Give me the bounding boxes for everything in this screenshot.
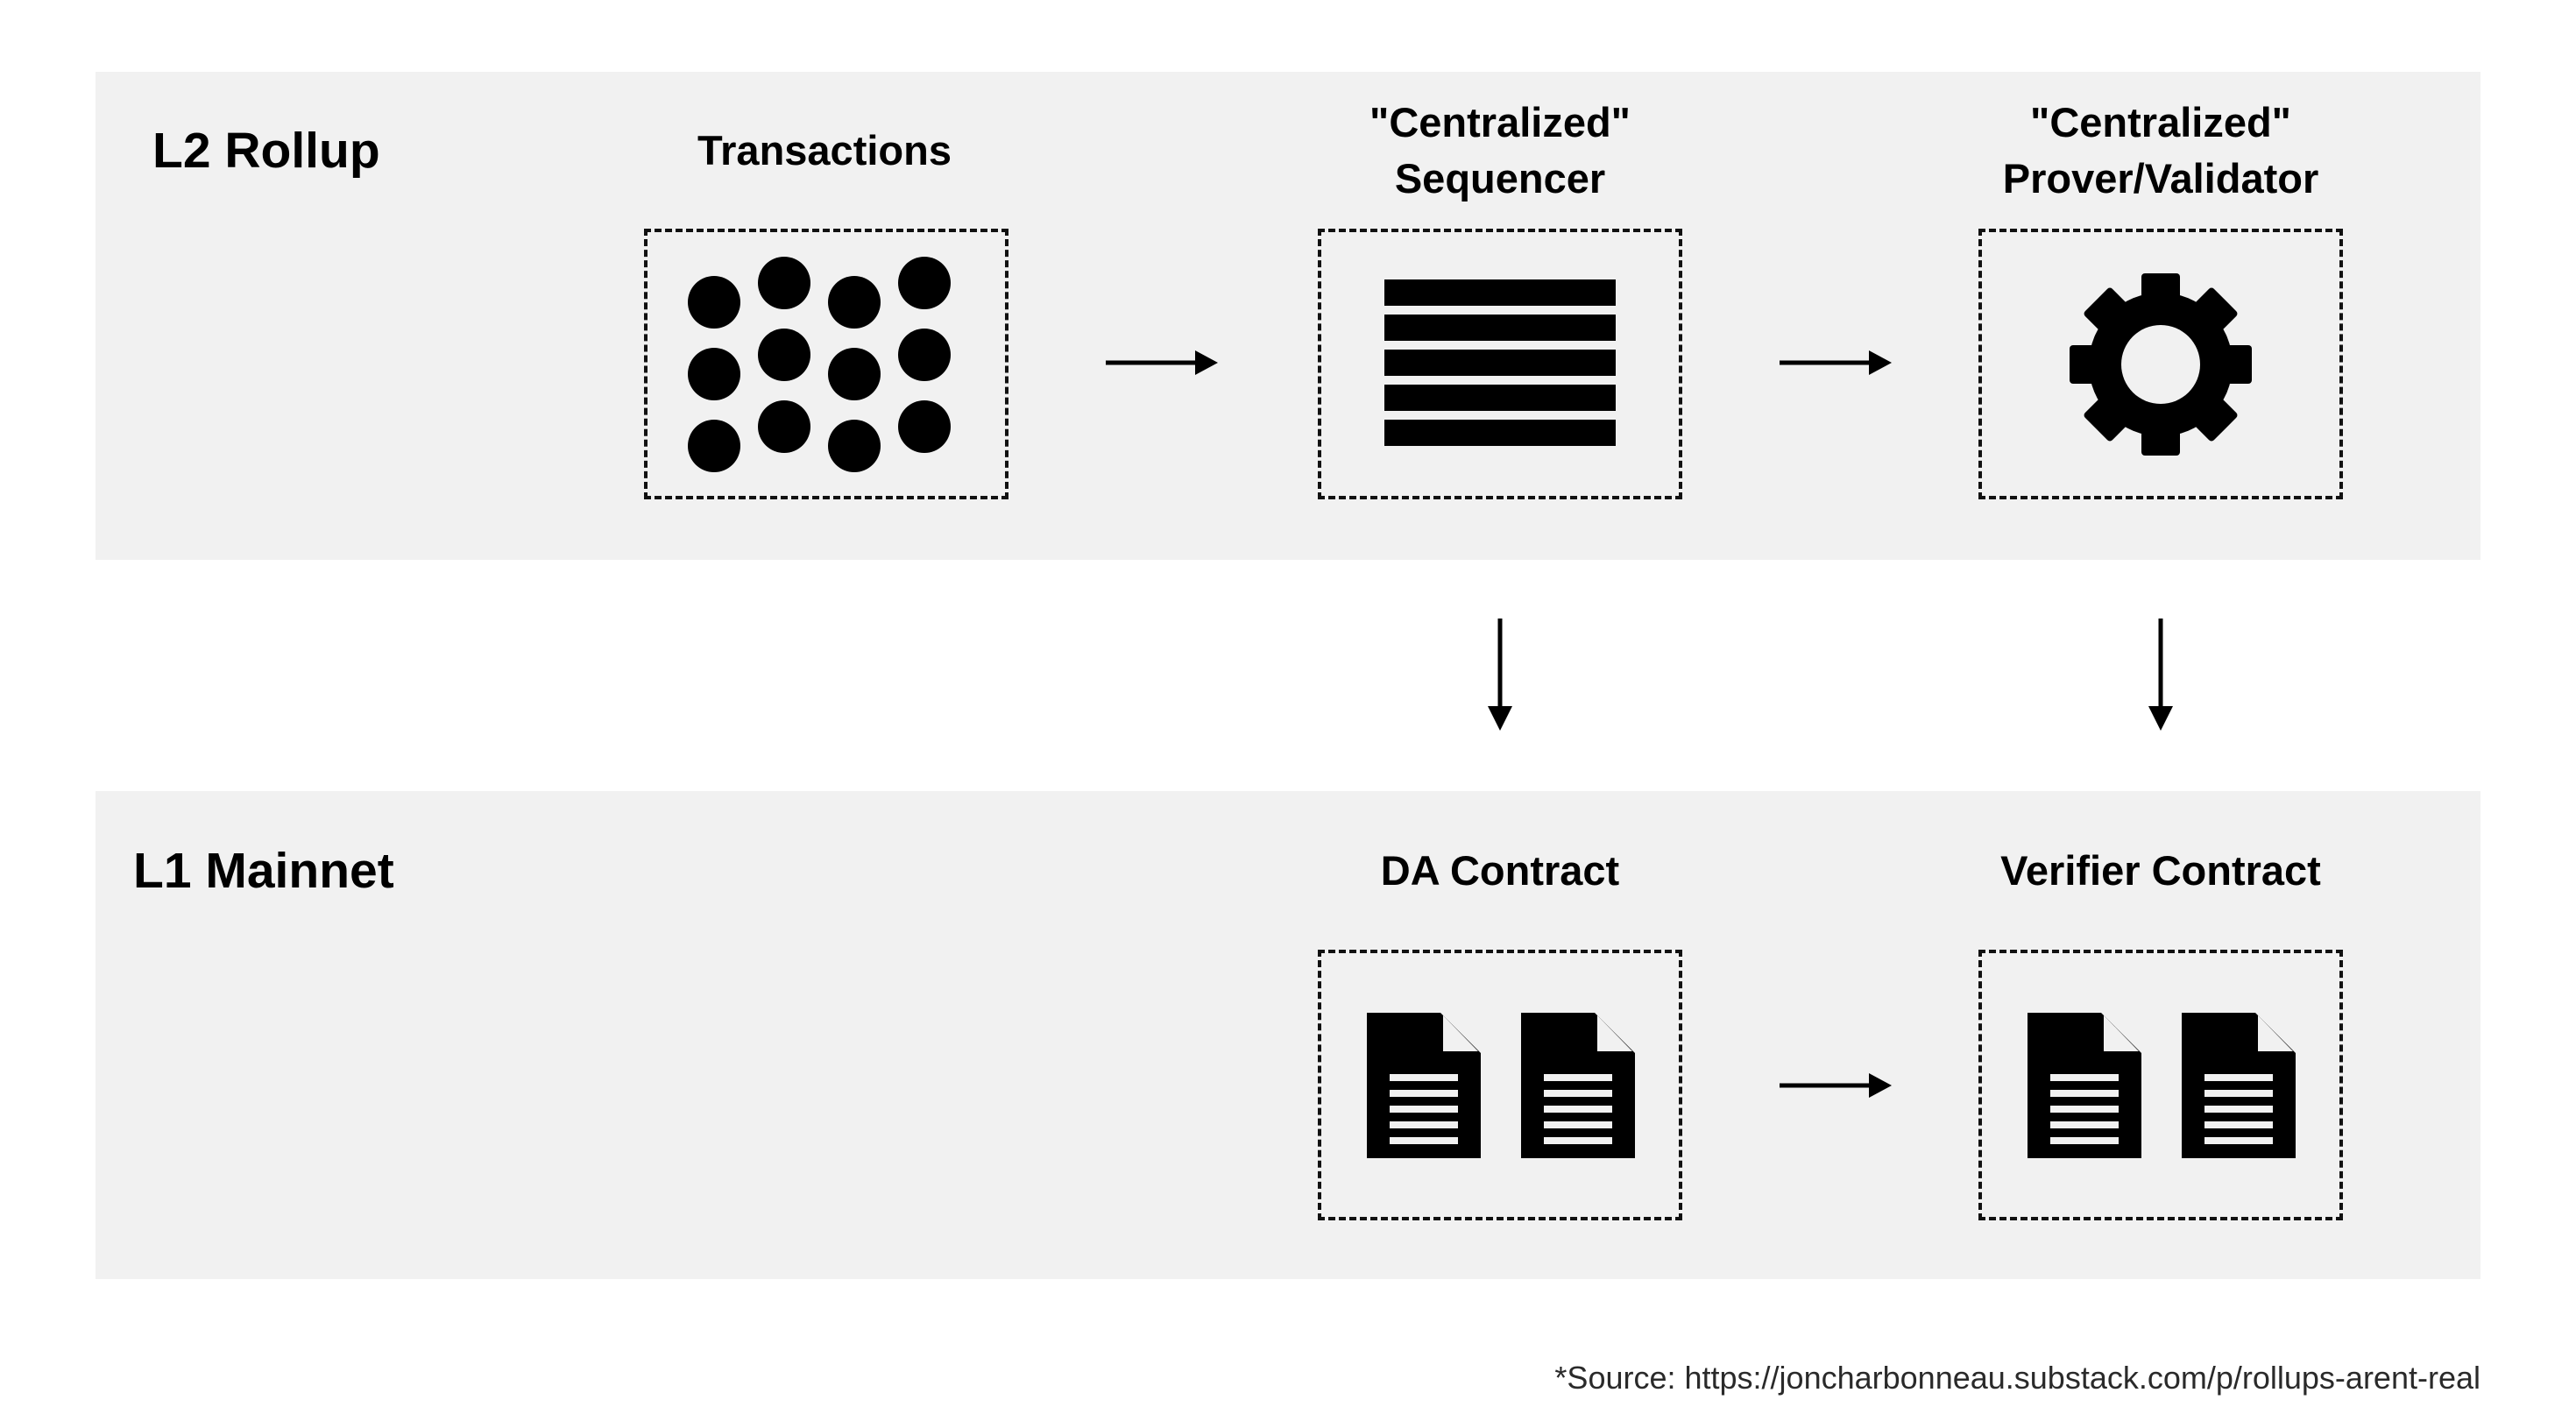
verifier-contract-box <box>1978 950 2343 1220</box>
sequencer-box <box>1318 229 1682 499</box>
transactions-label: Transactions <box>697 123 952 179</box>
dots-grid-icon <box>688 257 951 472</box>
prover-box <box>1978 229 2343 499</box>
da-contract-box <box>1318 950 1682 1220</box>
document-icon <box>1367 1013 1635 1158</box>
arrow-prover-to-verifier-contract <box>2148 619 2173 731</box>
sequencer-label: "Centralized" Sequencer <box>1369 95 1631 207</box>
stack-bars-icon <box>1384 279 1616 446</box>
arrow-sequencer-to-da-contract <box>1488 619 1512 731</box>
arrow-da-to-verifier-contract <box>1780 1073 1892 1098</box>
da-contract-label-text: DA Contract <box>1380 847 1620 894</box>
arrow-transactions-to-sequencer <box>1106 350 1218 375</box>
l1-layer-title: L1 Mainnet <box>133 843 394 899</box>
source-citation: *Source: https://joncharbonneau.substack… <box>1554 1360 2480 1396</box>
prover-label-line1: "Centralized" <box>2030 99 2291 145</box>
prover-label-line2: Prover/Validator <box>2002 155 2319 201</box>
document-icon <box>2028 1013 2296 1158</box>
l2-rollup-layer <box>96 72 2480 560</box>
verifier-contract-label: Verifier Contract <box>2000 843 2321 899</box>
gear-icon <box>2070 273 2252 456</box>
sequencer-label-line2: Sequencer <box>1394 155 1606 201</box>
transactions-box <box>644 229 1008 499</box>
verifier-contract-label-text: Verifier Contract <box>2000 847 2321 894</box>
sequencer-label-line1: "Centralized" <box>1369 99 1631 145</box>
prover-label: "Centralized" Prover/Validator <box>2003 95 2319 207</box>
da-contract-label: DA Contract <box>1381 843 1619 899</box>
l2-layer-title: L2 Rollup <box>152 123 380 179</box>
arrow-sequencer-to-prover <box>1780 350 1892 375</box>
transactions-label-text: Transactions <box>697 127 952 173</box>
